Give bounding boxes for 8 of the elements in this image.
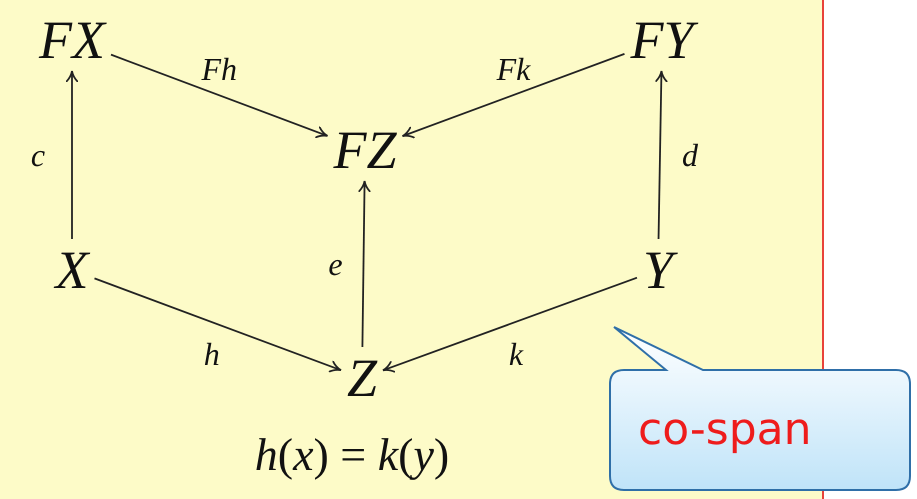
math-symbol: X [52, 241, 92, 299]
callout-text: co-span [638, 408, 812, 452]
math-symbol: Y [638, 241, 678, 299]
math-symbol: FX [35, 11, 109, 69]
equation: h(x) = k(y) [254, 432, 450, 478]
math-symbol: FY [626, 11, 698, 69]
math-symbol: FZ [329, 121, 401, 179]
math-symbol: Z [342, 349, 382, 407]
